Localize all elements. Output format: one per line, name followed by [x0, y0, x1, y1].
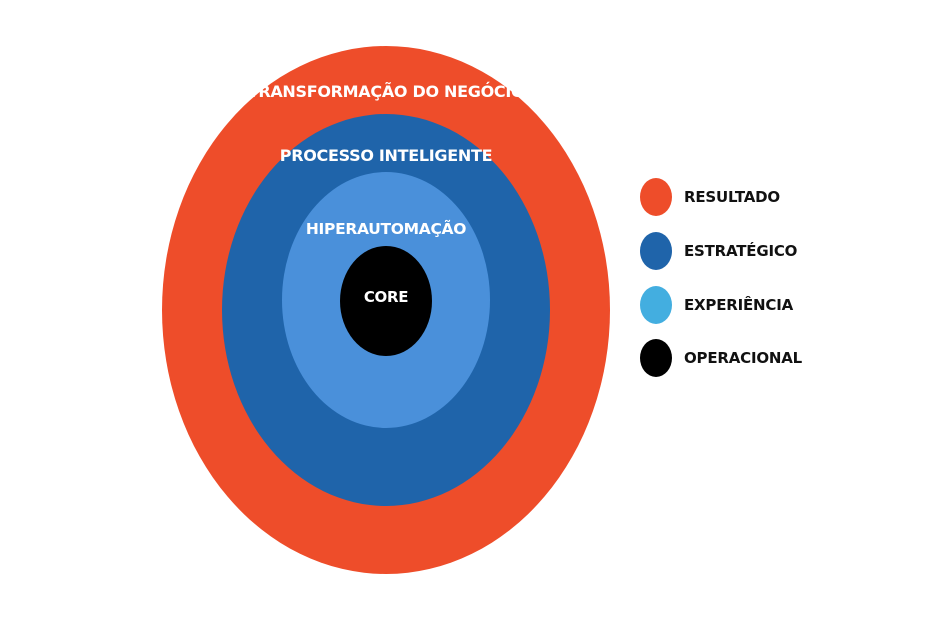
legend-label-operacional: OPERACIONAL	[684, 349, 803, 367]
ring-label-transformacao: TRANSFORMAÇÃO DO NEGÓCIO	[247, 82, 525, 101]
ring-hiperautomacao: HIPERAUTOMAÇÃO	[282, 172, 490, 428]
legend-item-experiencia: EXPERIÊNCIA	[640, 286, 793, 324]
legend-swatch-operacional	[640, 339, 672, 377]
legend-label-experiencia: EXPERIÊNCIA	[684, 296, 793, 314]
legend-item-estrategico: ESTRATÉGICO	[640, 232, 797, 270]
legend-swatch-estrategico	[640, 232, 672, 270]
legend-swatch-resultado	[640, 178, 672, 216]
legend-item-operacional: OPERACIONAL	[640, 339, 802, 377]
legend-label-estrategico: ESTRATÉGICO	[684, 242, 798, 260]
legend-item-resultado: RESULTADO	[640, 178, 780, 216]
ring-core: CORE	[340, 246, 432, 356]
legend-label-resultado: RESULTADO	[684, 188, 780, 206]
ring-label-processo: PROCESSO INTELIGENTE	[279, 146, 493, 165]
ring-label-core: CORE	[363, 288, 409, 306]
legend-swatch-experiencia	[640, 286, 672, 324]
ring-label-hiperautomacao: HIPERAUTOMAÇÃO	[305, 220, 467, 238]
